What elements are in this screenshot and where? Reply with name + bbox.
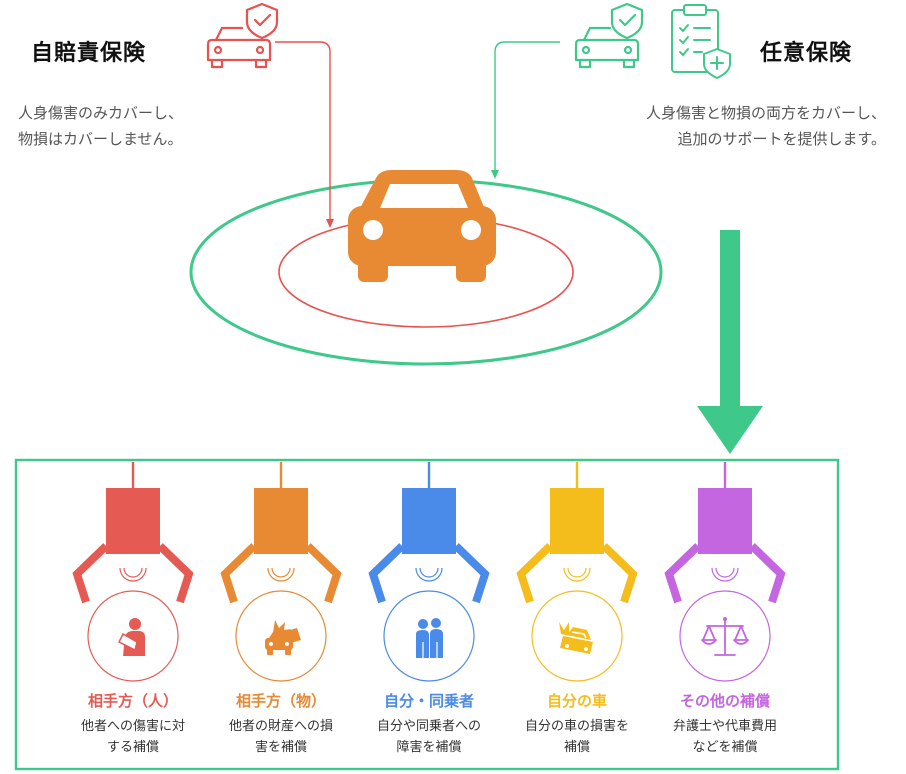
category-claw-1 — [72, 462, 194, 682]
central-car-icon — [348, 170, 496, 282]
optional-connector-arrowhead — [491, 170, 499, 179]
scales-icon — [701, 617, 749, 656]
category-description-4: 自分の車の損害を補償 — [502, 716, 652, 758]
compulsory-insurance-title: 自賠責保険 — [31, 41, 147, 66]
compulsory-connector-arrowhead — [326, 219, 334, 228]
category-title-2: 相手方（物） — [235, 692, 326, 710]
category-title-5: その他の補償 — [679, 692, 770, 710]
category-description-3: 自分や同乗者への障害を補償 — [354, 716, 504, 758]
insurance-document-icon — [671, 4, 731, 79]
category-desc-line-2: 障害を補償 — [396, 740, 462, 755]
compulsory-desc-line-1: 人身傷害のみカバーし、 — [18, 104, 184, 122]
category-claw-4 — [516, 462, 638, 682]
car-collision-icon — [265, 620, 301, 655]
people-icon — [416, 618, 443, 658]
category-desc-line-1: 弁護士や代車費用 — [672, 719, 777, 734]
category-desc-line-1: 他者の財産への損 — [228, 719, 333, 734]
category-title-1: 相手方（人） — [87, 692, 178, 710]
category-desc-line-2: などを補償 — [692, 740, 758, 755]
category-title-4: 自分の車 — [546, 692, 607, 710]
optional-desc-line-1: 人身傷害と物損の両方をカバーし、 — [645, 104, 886, 122]
compulsory-desc-line-2: 物損はカバーしません。 — [18, 130, 183, 148]
car-shield-icon-right — [574, 2, 644, 69]
category-description-2: 他者の財産への損害を補償 — [206, 716, 356, 758]
optional-desc-line-2: 追加のサポートを提供します。 — [677, 130, 886, 148]
category-desc-line-2: 補償 — [563, 740, 590, 755]
category-description-5: 弁護士や代車費用などを補償 — [650, 716, 800, 758]
optional-connector-line — [494, 41, 560, 172]
optional-insurance-description: 人身傷害と物損の両方をカバーし、 追加のサポートを提供します。 — [540, 100, 886, 152]
compulsory-connector-line — [275, 41, 331, 222]
category-desc-line-2: 害を補償 — [254, 740, 307, 755]
coverage-categories-box — [14, 458, 840, 771]
category-description-1: 他者への傷害に対する補償 — [58, 716, 208, 758]
category-claw-5 — [664, 462, 786, 682]
damaged-car-icon — [559, 622, 593, 654]
category-claws — [72, 462, 786, 682]
category-claw-3 — [368, 462, 490, 682]
category-desc-line-1: 他者への傷害に対 — [80, 719, 185, 734]
injured-person-icon — [117, 618, 145, 656]
category-title-3: 自分・同乗者 — [383, 692, 474, 710]
coverage-down-arrow — [697, 230, 763, 454]
category-claw-2 — [220, 462, 342, 682]
optional-insurance-title: 任意保険 — [760, 41, 853, 66]
compulsory-insurance-description: 人身傷害のみカバーし、 物損はカバーしません。 — [18, 100, 288, 152]
category-desc-line-2: する補償 — [106, 740, 159, 755]
category-desc-line-1: 自分の車の損害を — [524, 719, 629, 734]
car-shield-icon-left — [206, 2, 279, 69]
category-desc-line-1: 自分や同乗者への — [376, 719, 481, 734]
